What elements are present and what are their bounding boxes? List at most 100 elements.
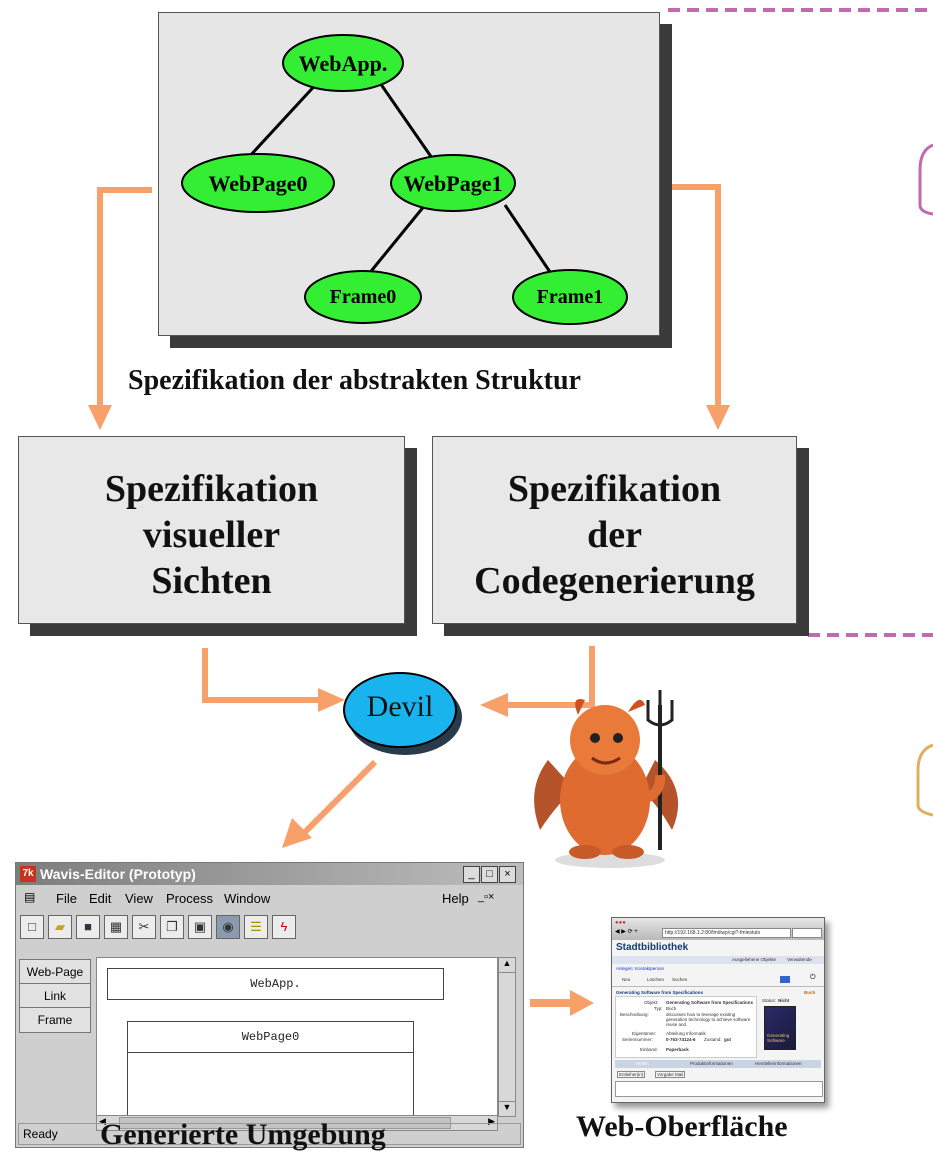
sub-nav[interactable]: Anlegen: Kontaktperson	[616, 966, 665, 971]
book-cover-image: Generating Software	[764, 1006, 796, 1050]
tab-loan[interactable]: Verleih	[635, 1061, 649, 1066]
borrower-button[interactable]: Entleiher(in)	[617, 1071, 646, 1078]
web-new-button[interactable]: Neu	[622, 977, 631, 982]
visual-spec-box: Spezifikation visueller Sichten	[18, 436, 405, 624]
node-webpage1	[390, 154, 516, 212]
menu-edit[interactable]: Edit	[89, 891, 112, 906]
tab-frame[interactable]: Frame	[19, 1007, 91, 1033]
canvas-webpage0-box[interactable]: WebPage0	[127, 1021, 414, 1116]
nav-item[interactable]: Verwaltende	[787, 957, 812, 962]
lightning-icon[interactable]: ϟ	[272, 915, 296, 939]
arrow-to-visual	[97, 187, 152, 410]
field-value: Paperback	[666, 1047, 689, 1052]
devil-label: Devil	[366, 690, 434, 723]
mail-button[interactable]: Vorgabe Mail	[655, 1071, 686, 1078]
node-frame0	[304, 270, 422, 324]
field-value: 0-763-74124-6	[666, 1037, 696, 1042]
tab-manufacturer[interactable]: Herstellerinformationen	[755, 1061, 802, 1066]
vertical-scrollbar[interactable]: ▲ ▼	[498, 957, 516, 1117]
tree-edge	[376, 79, 434, 159]
menu-view[interactable]: View	[125, 891, 153, 906]
visual-spec-line-1: Spezifikation	[104, 468, 319, 510]
visual-spec-line-3: Sichten	[151, 560, 272, 602]
tree-edge	[503, 204, 554, 276]
loan-buttons: Entleiher(in) Vorgabe Mail	[615, 1070, 821, 1079]
minimize-button[interactable]: _	[463, 866, 480, 883]
editor-toolbar: □ ▰ ■ ▦ ✂ ❐ ▣ ◉ ☰ ϟ	[18, 913, 521, 943]
cut-icon[interactable]: ✂	[132, 915, 156, 939]
tree-edge	[246, 78, 322, 160]
node-frame1-label: Frame1	[536, 286, 604, 308]
tab-link[interactable]: Link	[19, 983, 91, 1009]
code-spec-line-1: Spezifikation	[507, 468, 722, 510]
canvas-webpage0-label: WebPage0	[128, 1022, 413, 1053]
menu-help-label[interactable]: Help	[442, 891, 469, 906]
visual-spec-line-2: visueller	[142, 514, 281, 556]
code-spec-line-2: der	[587, 514, 642, 556]
url-field[interactable]: http://192.168.1.2:80/fmi/iwp/cgi?-fmles…	[662, 928, 791, 938]
menu-file[interactable]: File	[56, 891, 77, 906]
editor-caption: Generierte Umgebung	[100, 1118, 386, 1151]
search-field[interactable]	[792, 928, 822, 938]
structure-caption: Spezifikation der abstrakten Struktur	[128, 365, 581, 396]
field-label: Objekt:	[644, 1000, 659, 1005]
devil-node	[343, 672, 457, 748]
close-button[interactable]: ×	[499, 866, 516, 883]
paste-icon[interactable]: ▣	[188, 915, 212, 939]
tab-product[interactable]: Produktinformationen	[690, 1061, 733, 1066]
tcl-logo-icon: 7k	[20, 866, 36, 882]
node-frame0-label: Frame0	[329, 286, 397, 308]
node-webpage1-label: WebPage1	[403, 171, 503, 196]
loan-table	[615, 1081, 823, 1097]
tree-edge	[366, 204, 427, 276]
editor-titlebar: 7k Wavis-Editor (Prototyp) _ □ ×	[16, 863, 523, 885]
view-toggle-icon[interactable]	[780, 976, 790, 983]
record-panel: Objekt: Generating Software from Specifi…	[615, 996, 757, 1058]
field-value: discusses how to leverage existing gener…	[666, 1012, 751, 1027]
maximize-button[interactable]: □	[481, 866, 498, 883]
editor-window: 7k Wavis-Editor (Prototyp) _ □ × ▤ File …	[15, 862, 524, 1148]
code-spec-line-3: Codegenerierung	[474, 560, 755, 602]
site-nav-bar: Ausgeliehene Objekte Verwaltende	[612, 956, 824, 964]
open-folder-icon[interactable]: ▰	[48, 915, 72, 939]
field-value: Buch	[666, 1006, 677, 1011]
nav-item[interactable]: Ausgeliehene Objekte	[732, 957, 777, 962]
node-webpage0	[181, 153, 335, 213]
traffic-lights-icon: ●●●	[615, 920, 626, 926]
web-caption: Web-Oberfläche	[576, 1110, 788, 1143]
arrow-visual-to-devil	[202, 648, 322, 703]
canvas-webapp-box[interactable]: WebApp.	[107, 968, 444, 1000]
editor-title: Wavis-Editor (Prototyp)	[40, 866, 196, 882]
power-icon[interactable]: ⏻	[810, 974, 816, 981]
editor-menubar: ▤ File Edit View Process Window Help _▫×	[16, 886, 523, 910]
edge-shape-bottom	[916, 743, 933, 817]
site-title: Stadtbibliothek	[616, 942, 689, 953]
tab-web-page[interactable]: Web-Page	[19, 959, 91, 985]
copy-icon[interactable]: ❐	[160, 915, 184, 939]
status-label: Status:	[762, 998, 777, 1003]
menu-process[interactable]: Process	[166, 891, 213, 906]
field-value: Abteilung Informatik	[666, 1031, 706, 1036]
field-label: Beschreibung:	[620, 1012, 649, 1017]
nav-buttons-icon[interactable]: ◀ ▶ ⟳ +	[615, 929, 638, 935]
save-icon[interactable]: ■	[76, 915, 100, 939]
list-icon[interactable]: ☰	[244, 915, 268, 939]
web-delete-button[interactable]: Löschen	[647, 977, 665, 982]
node-webapp	[282, 34, 404, 92]
print-icon[interactable]: ▦	[104, 915, 128, 939]
record-tag: Buch	[804, 990, 816, 995]
field-label: Seriennummer:	[622, 1037, 653, 1042]
status-bar: Ready	[18, 1123, 521, 1145]
field-value: gut	[724, 1037, 731, 1042]
web-search-button[interactable]: Suchen	[672, 977, 688, 982]
edge-shape-top	[918, 143, 933, 216]
editor-canvas[interactable]: WebApp. WebPage0	[96, 957, 498, 1117]
node-frame1	[512, 269, 628, 325]
field-label: Typ:	[654, 1006, 663, 1011]
mdi-controls-icon[interactable]: _▫×	[478, 891, 495, 903]
new-file-icon[interactable]: □	[20, 915, 44, 939]
code-spec-box: Spezifikation der Codegenerierung	[432, 436, 797, 624]
menu-window[interactable]: Window	[224, 891, 271, 906]
field-value: Generating Software from Specifications	[666, 1000, 754, 1005]
view-eye-icon[interactable]: ◉	[216, 915, 240, 939]
